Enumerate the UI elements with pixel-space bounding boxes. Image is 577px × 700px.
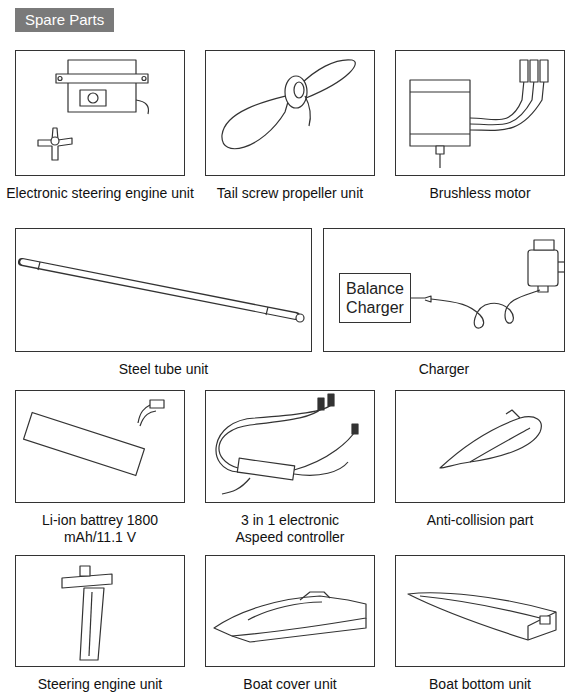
boat-bottom-drawing	[408, 593, 556, 640]
rudder-drawing	[62, 566, 112, 660]
steel-tube-drawing	[22, 262, 304, 322]
part-caption: Steel tube unit	[19, 361, 309, 378]
part-box: Brushless motor	[395, 50, 565, 176]
box-label: Balance Charger	[346, 279, 404, 317]
part-caption: Li-ion battrey 1800 mAh/11.1 V	[39, 512, 161, 546]
esc-drawing	[216, 394, 358, 494]
part-box: Steel tube unit	[15, 228, 312, 352]
part-box: Tail screw propeller unit	[205, 50, 375, 176]
part-caption: Tail screw propeller unit	[195, 185, 385, 202]
part-box: 3 in 1 electronic Aspeed controller	[205, 390, 375, 503]
part-caption: Electronic steering engine unit	[5, 185, 195, 202]
title-band: Spare Parts	[15, 8, 114, 32]
part-caption: Anti-collision part	[392, 512, 568, 529]
boat-cover-drawing	[214, 592, 366, 642]
title-text: Spare Parts	[25, 11, 104, 28]
part-caption: Brushless motor	[392, 185, 568, 202]
anti-collision-drawing	[440, 410, 541, 468]
part-box: ChargerBalance Charger	[323, 228, 565, 352]
charger-label-box: Balance Charger	[339, 273, 411, 323]
part-caption: Steering engine unit	[5, 676, 195, 693]
part-caption: Charger	[329, 361, 559, 378]
part-caption: Boat bottom unit	[392, 676, 568, 693]
part-box: Li-ion battrey 1800 mAh/11.1 V	[15, 390, 185, 503]
part-caption: 3 in 1 electronic Aspeed controller	[224, 512, 356, 546]
servo-drawing	[38, 60, 149, 160]
part-box: Boat cover unit	[205, 555, 375, 667]
part-box: Boat bottom unit	[395, 555, 565, 667]
part-box: Anti-collision part	[395, 390, 565, 503]
charger-drawing	[407, 240, 564, 328]
part-box: Electronic steering engine unit	[15, 50, 185, 176]
propeller-drawing	[222, 60, 355, 149]
part-box: Steering engine unit	[15, 555, 185, 667]
motor-drawing	[410, 60, 548, 168]
battery-drawing	[24, 400, 164, 476]
part-caption: Boat cover unit	[195, 676, 385, 693]
